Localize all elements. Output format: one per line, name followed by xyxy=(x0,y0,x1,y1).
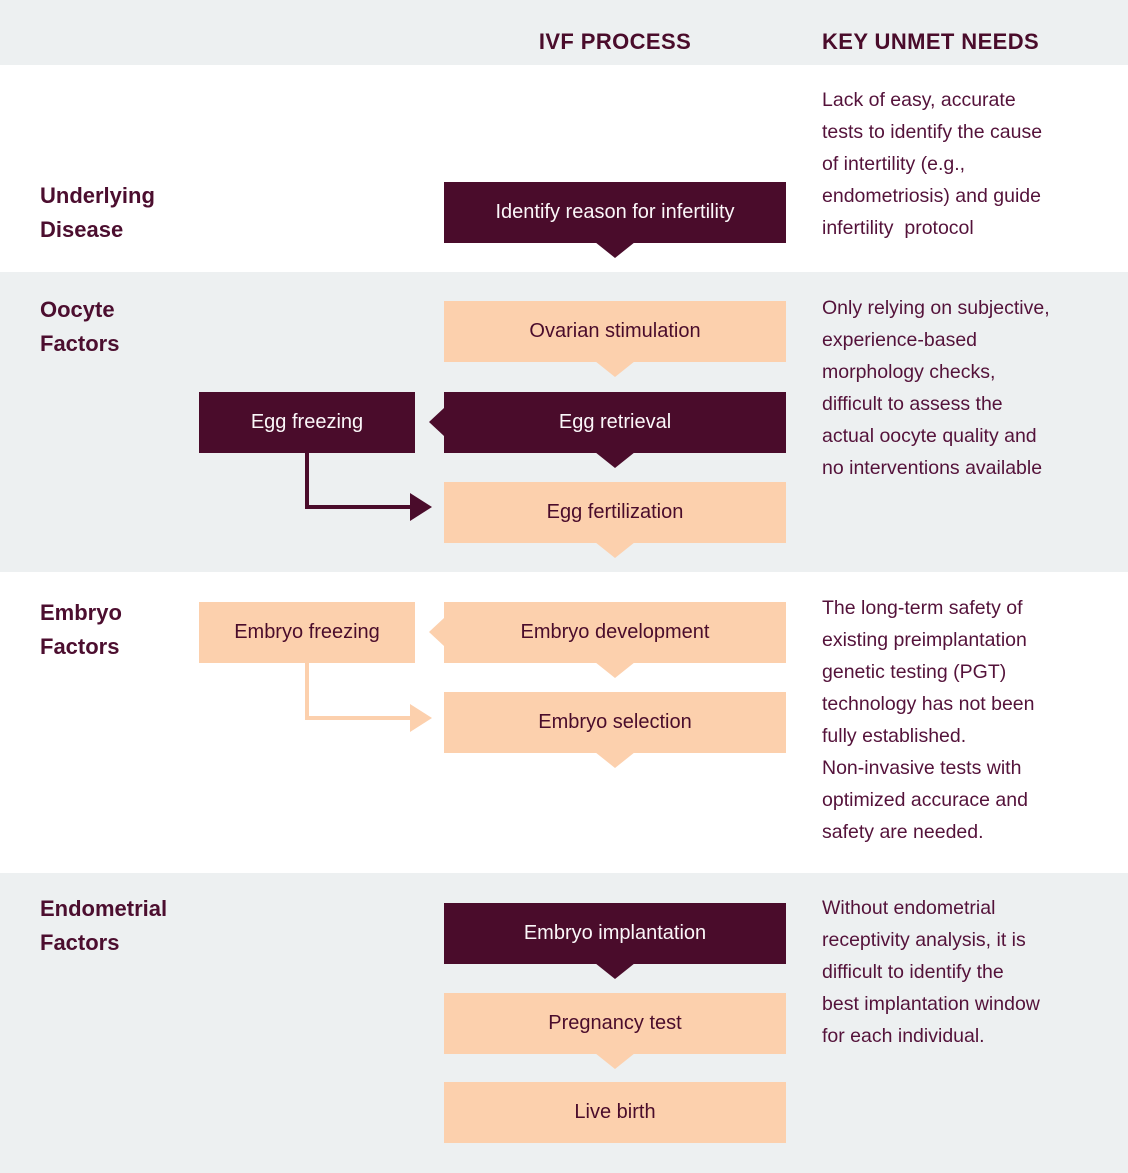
step-egg-freezing: Egg freezing xyxy=(199,392,415,453)
step-egg-retrieval: Egg retrieval xyxy=(444,392,786,453)
left-arrow-notch-icon xyxy=(429,408,444,436)
unmet-need-underlying-disease: Lack of easy, accurate tests to identify… xyxy=(822,89,1043,239)
step-embryo-implantation: Embryo implantation xyxy=(444,903,786,964)
step-ovarian-stimulation: Ovarian stimulation xyxy=(444,301,786,362)
down-pointer-icon xyxy=(595,662,635,678)
down-pointer-icon xyxy=(595,242,635,258)
ivf-process-heading: IVF PROCESS xyxy=(538,29,692,54)
down-pointer-icon xyxy=(595,361,635,377)
connector-line xyxy=(305,662,309,720)
elbow-arrowhead-icon xyxy=(410,493,432,521)
elbow-arrowhead-icon xyxy=(410,704,432,732)
step-pregnancy-test: Pregnancy test xyxy=(444,993,786,1054)
down-pointer-icon xyxy=(595,1053,635,1069)
step-embryo-development: Embryo development xyxy=(444,602,786,663)
key-unmet-needs-heading: KEY UNMET NEEDS xyxy=(822,29,1040,54)
section-label-underlying-disease: Underlying Disease xyxy=(40,183,155,242)
unmet-need-endometrial-factors: Without endometrial receptivity analysis… xyxy=(822,897,1040,1047)
down-pointer-icon xyxy=(595,542,635,558)
step-live-birth: Live birth xyxy=(444,1082,786,1143)
section-label-embryo-factors: Embryo Factors xyxy=(40,600,122,659)
section-label-oocyte-factors: Oocyte Factors xyxy=(40,297,120,356)
step-embryo-freezing: Embryo freezing xyxy=(199,602,415,663)
connector-line xyxy=(305,505,412,509)
section-label-endometrial-factors: Endometrial Factors xyxy=(40,896,168,955)
unmet-need-embryo-factors: The long-term safety of existing preimpl… xyxy=(822,597,1035,843)
connector-line xyxy=(305,452,309,509)
down-pointer-icon xyxy=(595,452,635,468)
step-identify-reason-for-infertility: Identify reason for infertility xyxy=(444,182,786,243)
header-band xyxy=(0,0,1128,65)
down-pointer-icon xyxy=(595,752,635,768)
connector-line xyxy=(305,716,412,720)
step-embryo-selection: Embryo selection xyxy=(444,692,786,753)
step-egg-fertilization: Egg fertilization xyxy=(444,482,786,543)
unmet-need-oocyte-factors: Only relying on subjective, experience-b… xyxy=(822,297,1050,479)
left-arrow-notch-icon xyxy=(429,618,444,646)
down-pointer-icon xyxy=(595,963,635,979)
